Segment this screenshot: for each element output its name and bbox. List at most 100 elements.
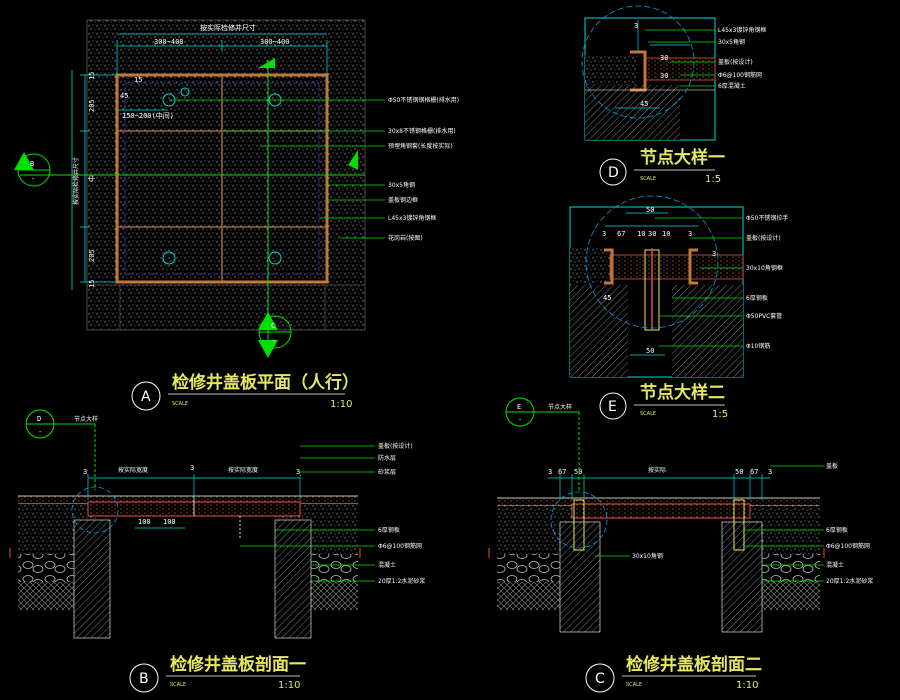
plan-top-dim-2: 300~400 xyxy=(260,38,290,46)
section-c-dim-6: 3 xyxy=(768,468,772,476)
detail-d-annotation-5: 6厚混凝土 xyxy=(718,82,746,90)
view-title-d: D 节点大样一 SCALE 1:5 xyxy=(599,147,725,186)
plan-paving-joints xyxy=(87,284,365,330)
plan-annotation-4: 30x5角钢 xyxy=(388,181,415,189)
view-title-a: A 检修井盖板平面（人行） SCALE 1:10 xyxy=(131,372,359,411)
view-title-text-e: 节点大样二 xyxy=(640,382,725,403)
section-b-annotation-right-4: 20厚1:2水泥砂浆 xyxy=(378,577,425,585)
plan-left-dim-1: 15 xyxy=(88,72,96,80)
section-c-top-label: 按实际 xyxy=(648,466,666,474)
plan-small-dim-1: 15 xyxy=(134,76,142,84)
view-title-text-c: 检修井盖板剖面二 xyxy=(626,654,762,675)
section-b-annotation-top-1: 盖板(按设计) xyxy=(378,442,413,450)
plan-small-dim-2: 45 xyxy=(120,92,128,100)
detail-e-dim-7: 45 xyxy=(603,294,611,302)
detail-e-view: 50 3 67 10 30 10 3 45 50 3 Φ50不锈钢拉手 盖板(按… xyxy=(569,195,788,420)
plan-centre-lines xyxy=(20,60,365,345)
plan-annotation-5: 盖板钢边框 xyxy=(388,196,418,204)
detail-d-view: 3 30 30 45 L45x3镀锌角钢框 30x5角钢 盖板(按设计) Φ6@… xyxy=(581,5,766,186)
section-b-annotation-right-2: Φ6@100钢筋网 xyxy=(378,542,422,550)
section-b-top-label-1: 按实际宽度 xyxy=(118,466,148,474)
view-scale-word-a: SCALE xyxy=(172,401,188,407)
section-b-marker-top: D xyxy=(37,415,41,423)
lift-hole-icon xyxy=(268,251,282,265)
section-marker-bottom: C - xyxy=(258,312,292,358)
section-b-annotation-top-3: 砂浆层 xyxy=(378,468,396,476)
plan-left-dim-4: 15 xyxy=(88,280,96,288)
plan-view: 按实际检修井尺寸 300~400 300~400 15 205 205 15 中… xyxy=(14,19,459,411)
section-c-annotation-right-1: 6厚钢板 xyxy=(826,526,848,534)
detail-d-dim-2: 30 xyxy=(660,54,668,62)
view-scale-word-e: SCALE xyxy=(640,411,656,417)
plan-annotation-1: Φ50不锈钢钢格栅(排水用) xyxy=(388,96,459,104)
section-b-view: 3 3 3 100 100 按实际宽度 按实际宽度 D - 节点大样 盖板(按设… xyxy=(9,409,425,693)
view-scale-e: 1:5 xyxy=(712,409,728,420)
detail-e-annotation-1: Φ50不锈钢拉手 xyxy=(746,214,788,222)
section-c-dim-1: 3 xyxy=(548,468,552,476)
section-b-annotation-right-1: 6厚钢板 xyxy=(378,526,400,534)
detail-e-dim-4: 30 xyxy=(648,230,656,238)
view-title-c: C 检修井盖板剖面二 SCALE 1:10 xyxy=(585,654,762,693)
view-scale-d: 1:5 xyxy=(705,174,721,185)
detail-e-dim-bottom: 50 xyxy=(646,347,654,355)
section-b-dim-1: 3 xyxy=(83,468,87,476)
section-marker-left-bottom: - xyxy=(31,175,35,183)
plan-mid-dim: 中 xyxy=(87,175,96,182)
plan-left-dim-3: 205 xyxy=(88,249,96,262)
plan-top-dim-1: 300~400 xyxy=(154,38,184,46)
section-b-callout: 节点大样 xyxy=(74,415,98,423)
view-title-text-b: 检修井盖板剖面一 xyxy=(170,654,306,675)
section-b-annotation-right-3: 混凝土 xyxy=(378,561,396,569)
detail-e-annotation-3: 30x10角钢框 xyxy=(746,264,783,272)
section-c-annotation-right-2: Φ6@100钢筋网 xyxy=(826,542,870,550)
section-b-marker-bottom: - xyxy=(38,428,42,436)
plan-annotation-3: 预埋角钢套(长度按实际) xyxy=(388,142,453,150)
section-c-cover xyxy=(571,503,751,519)
section-c-marker-bottom: - xyxy=(518,416,522,424)
detail-e-dim-2: 67 xyxy=(617,230,625,238)
view-label-a: A xyxy=(141,389,151,405)
section-b-annotation-top-2: 防水层 xyxy=(378,454,396,462)
section-c-detail-marker: E - 节点大样 xyxy=(505,397,580,492)
view-title-text-d: 节点大样一 xyxy=(640,147,725,168)
detail-d-annotation-2: 30x5角钢 xyxy=(718,38,745,46)
section-b-dim-4: 100 xyxy=(138,518,151,526)
section-c-dim-4: 50 xyxy=(735,468,743,476)
view-scale-a: 1:10 xyxy=(330,399,352,410)
detail-e-dim-8: 3 xyxy=(712,250,716,258)
plan-left-dimension xyxy=(71,70,117,290)
view-title-e: E 节点大样二 SCALE 1:5 xyxy=(599,382,728,420)
view-scale-word-d: SCALE xyxy=(640,176,656,182)
section-c-dim-5: 67 xyxy=(750,468,758,476)
plan-small-dim-3: 150~200(中间) xyxy=(122,111,174,120)
section-b-detail-marker: D - 节点大样 xyxy=(25,409,98,490)
detail-e-annotation-6: Φ10钢筋 xyxy=(746,342,770,350)
plan-inner-outline xyxy=(124,82,320,275)
view-label-e: E xyxy=(608,399,617,415)
detail-d-annotation-3: 盖板(按设计) xyxy=(718,58,753,66)
section-c-callout: 节点大样 xyxy=(548,403,572,411)
section-b-dim-2: 3 xyxy=(190,464,194,472)
section-c-right-label: 盖板 xyxy=(826,462,838,470)
view-label-d: D xyxy=(608,165,619,181)
plan-annotation-6: L45x3镀锌角钢框 xyxy=(388,214,436,222)
view-label-c: C xyxy=(595,671,605,687)
view-scale-word-c: SCALE xyxy=(626,682,642,688)
section-c-annotation-right-3: 混凝土 xyxy=(826,561,844,569)
section-c-wall-right xyxy=(721,521,763,633)
section-b-top-label-2: 按实际宽度 xyxy=(228,466,258,474)
view-scale-c: 1:10 xyxy=(736,680,758,691)
detail-d-annotation-1: L45x3镀锌角钢框 xyxy=(718,26,766,34)
plan-top-dimension xyxy=(116,33,328,75)
section-c-mid-label: 30x10角钢 xyxy=(632,552,663,560)
detail-e-dim-3: 10 xyxy=(637,230,645,238)
detail-d-dim-1: 3 xyxy=(634,22,638,30)
section-marker-left: B - xyxy=(14,152,51,187)
section-b-dim-3: 3 xyxy=(296,468,300,476)
detail-d-annotation-4: Φ6@100钢筋网 xyxy=(718,71,762,79)
section-marker-left-top: B xyxy=(30,160,34,168)
plan-left-label: 按实际检修井尺寸 xyxy=(72,157,80,205)
lift-hole-icon xyxy=(162,251,176,265)
view-scale-b: 1:10 xyxy=(278,680,300,691)
